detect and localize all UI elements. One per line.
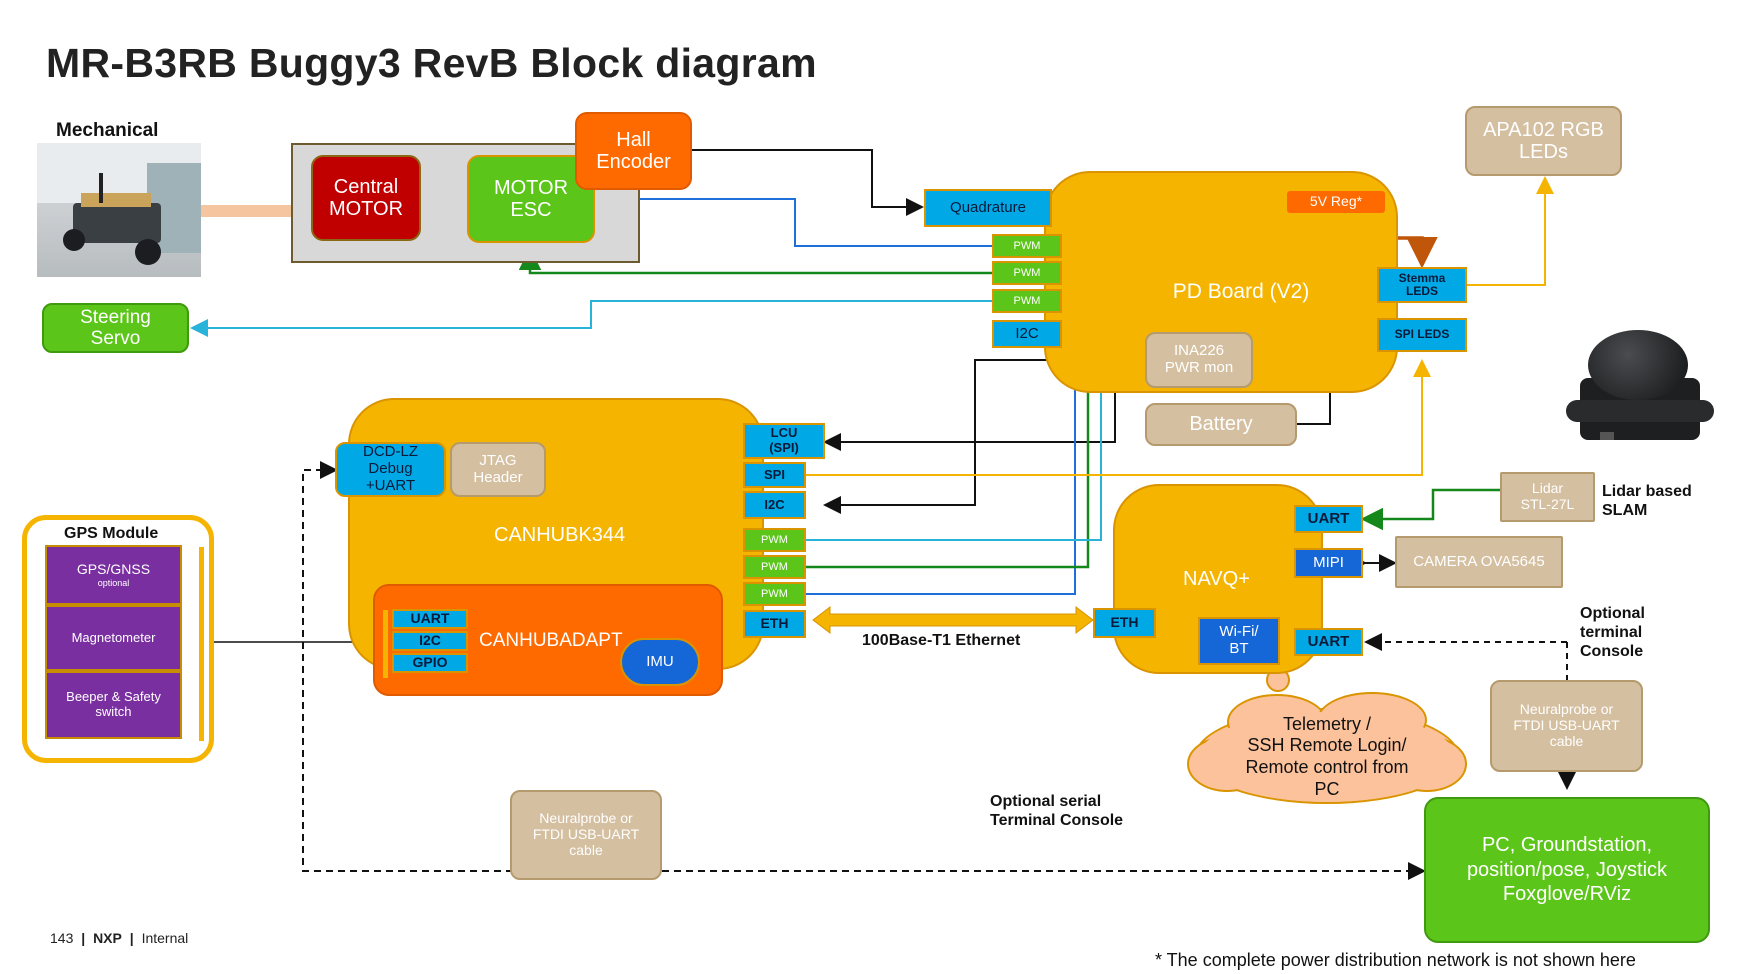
pc-groundstation: PC, Groundstation, position/pose, Joysti…	[1424, 797, 1710, 943]
central-motor: Central MOTOR	[311, 155, 421, 241]
gps-module-label: GPS Module	[64, 525, 159, 542]
adapt-gpio-port: GPIO	[392, 653, 468, 673]
hall-encoder: Hall Encoder	[575, 112, 692, 190]
dcd-lz-debug: DCD-LZ Debug +UART	[335, 442, 446, 497]
beeper-safety-switch: Beeper & Safety switch	[45, 671, 182, 739]
neuralprobe-cable-right: Neuralprobe or FTDI USB-UART cable	[1490, 680, 1643, 772]
nxp-brand: NXP	[93, 930, 122, 946]
navq-label: NAVQ+	[1183, 568, 1250, 590]
quadrature-port: Quadrature	[924, 189, 1052, 227]
magnetometer: Magnetometer	[45, 605, 182, 671]
page-number: 143	[50, 930, 74, 946]
motor-esc: MOTOR ESC	[467, 155, 595, 243]
canhub-spi-port: SPI	[743, 462, 806, 488]
classification: Internal	[141, 930, 189, 946]
canhub-pwm-1: PWM	[743, 528, 806, 552]
regulator-5v: 5V Reg*	[1287, 191, 1385, 213]
apa102-rgb-leds: APA102 RGB LEDs	[1465, 106, 1622, 176]
navq-mipi-port: MIPI	[1294, 548, 1363, 578]
page-title: MR-B3RB Buggy3 RevB Block diagram	[46, 40, 817, 86]
adapt-i2c-port: I2C	[392, 631, 468, 651]
navq-uart-bottom-port: UART	[1294, 628, 1363, 656]
gps-gnss: GPS/GNSS optional	[45, 545, 182, 605]
robot-photo	[37, 143, 201, 277]
pd-pwm-3: PWM	[992, 289, 1062, 313]
telemetry-text: Telemetry / SSH Remote Login/ Remote con…	[1245, 713, 1409, 799]
canhub-pwm-2: PWM	[743, 555, 806, 579]
gps-gnss-label: GPS/GNSS	[76, 561, 151, 578]
optional-terminal-label: Optional terminal Console	[1580, 605, 1645, 661]
gps-gnss-note: optional	[97, 577, 130, 588]
navq-uart-top-port: UART	[1294, 505, 1363, 533]
lidar-stl-27l: Lidar STL-27L	[1500, 472, 1595, 522]
wifi-bt: Wi-Fi/ BT	[1198, 617, 1280, 665]
canhub-eth-port: ETH	[743, 610, 806, 638]
neuralprobe-cable-left: Neuralprobe or FTDI USB-UART cable	[510, 790, 662, 880]
optional-serial-label: Optional serial Terminal Console	[990, 793, 1124, 830]
battery: Battery	[1145, 403, 1297, 446]
camera-ova5645: CAMERA OVA5645	[1395, 536, 1563, 588]
ethernet-label: 100Base-T1 Ethernet	[862, 632, 1021, 649]
footer-separator-1: |	[81, 930, 86, 946]
canhub-pwm-3: PWM	[743, 582, 806, 606]
adapt-uart-port: UART	[392, 609, 468, 629]
footer-separator-2: |	[129, 930, 134, 946]
pd-pwm-1: PWM	[992, 234, 1062, 258]
lidar-slam-note: Lidar based SLAM	[1602, 483, 1692, 520]
spi-leds-port: SPI LEDS	[1377, 318, 1467, 352]
canhub-i2c-port: I2C	[743, 491, 806, 519]
jtag-header: JTAG Header	[450, 442, 546, 497]
steering-servo: Steering Servo	[42, 303, 189, 353]
telemetry-cloud: Telemetry / SSH Remote Login/ Remote con…	[1187, 690, 1467, 812]
lcu-spi-port: LCU (SPI)	[743, 423, 825, 459]
mechanical-label: Mechanical	[56, 120, 159, 141]
canhubk344-label: CANHUBK344	[494, 524, 626, 546]
imu: IMU	[620, 638, 700, 686]
stemma-leds-port: Stemma LEDS	[1377, 267, 1467, 303]
canhubadapt-label: CANHUBADAPT	[479, 630, 623, 651]
lidar-photo	[1566, 330, 1716, 460]
footnote: * The complete power distribution networ…	[1155, 950, 1636, 970]
footer: 143 | NXP | Internal	[50, 930, 188, 946]
navq-eth-port: ETH	[1093, 608, 1156, 638]
pd-i2c-port: I2C	[992, 320, 1062, 348]
ina226-power-monitor: INA226 PWR mon	[1145, 332, 1253, 388]
pd-pwm-2: PWM	[992, 261, 1062, 285]
pd-board-label: PD Board (V2)	[1172, 280, 1310, 304]
